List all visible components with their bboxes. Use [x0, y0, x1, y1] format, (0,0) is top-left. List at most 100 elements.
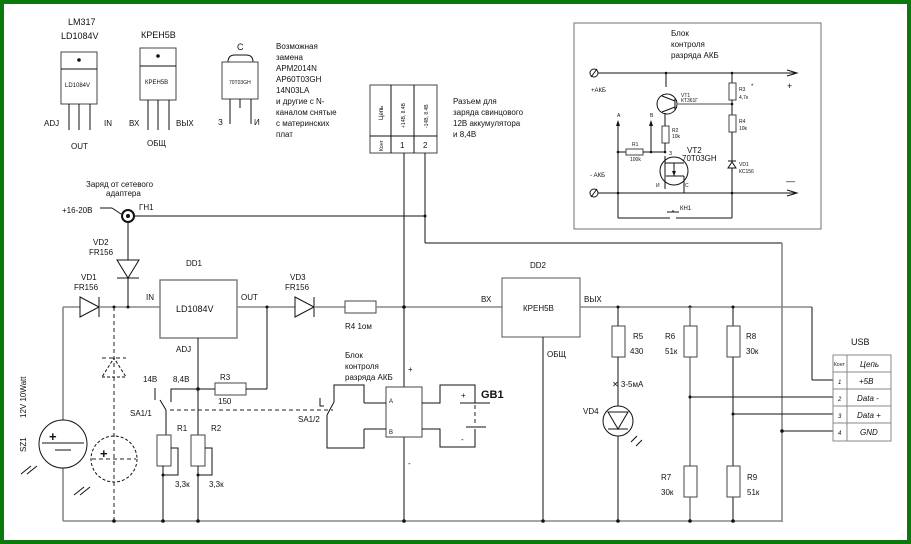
- kreh-pin-in: ВХ: [129, 119, 140, 128]
- replacement-note-line: AP60T03GH: [276, 75, 322, 84]
- replacement-note-line: плат: [276, 130, 293, 139]
- inset-terminal-plus: [589, 68, 599, 78]
- vd2-diode: [116, 259, 140, 279]
- replacement-note-line: замена: [276, 53, 303, 62]
- r9-resistor: [726, 465, 741, 498]
- mosfet-pin-gate: З: [218, 118, 223, 127]
- inset-arrow-b: [649, 120, 653, 126]
- replacement-note-line: и другие с N-: [276, 97, 325, 106]
- package-lm317: LM317 LD1084V LD1084V ADJ IN OUT: [44, 17, 112, 151]
- optional-solar-panel: [90, 435, 138, 483]
- usb-table: [832, 354, 892, 442]
- vd3-diode: [294, 296, 316, 318]
- inset-arrow-a: [616, 120, 620, 126]
- r3-value: 150: [218, 397, 232, 406]
- inset-r2-name: R2: [672, 128, 679, 134]
- switch-14v-label: 14В: [143, 375, 157, 384]
- dd1-in-label: IN: [146, 293, 154, 302]
- inset-discharge-block: Блок контроля разряда АКБ +АКБ - АКБ + —…: [573, 22, 822, 230]
- lm317-pin-adj: ADJ: [44, 119, 59, 128]
- dd2-name: DD2: [530, 261, 547, 270]
- kreh-tab-hole: [156, 54, 160, 58]
- connector-pin-2: 2: [423, 141, 428, 150]
- r7-name: R7: [661, 473, 672, 482]
- inset-plus-akb-label: +АКБ: [591, 88, 606, 94]
- inset-vd1-part: КС156: [739, 169, 754, 175]
- usb-row-pin: 1: [838, 380, 841, 386]
- inset-title: разряда АКБ: [671, 51, 719, 60]
- block-title: контроля: [345, 362, 379, 371]
- replacement-note-line: каналом снятые: [276, 108, 337, 117]
- usb-header-pin: Конт: [834, 362, 845, 368]
- inset-r2-value: 10k: [672, 134, 681, 140]
- dd2-out-label: ВЫХ: [584, 295, 602, 304]
- usb-row-net: Data +: [857, 411, 881, 420]
- inset-out-plus: +: [787, 81, 792, 91]
- r2-name: R2: [211, 424, 222, 433]
- sa1-1-switch[interactable]: [159, 399, 167, 411]
- inset-vt2-pin-c: С: [685, 183, 689, 189]
- block-pin-b: В: [389, 430, 393, 436]
- inset-r1: [625, 148, 644, 156]
- lm317-pin-out: OUT: [71, 142, 88, 151]
- r1-value: 3,3к: [175, 480, 190, 489]
- r3-resistor: [214, 382, 247, 396]
- dd2-gnd-label: ОБЩ: [547, 350, 566, 359]
- connector-note-line: 12В аккумулятора: [453, 119, 521, 128]
- usb-row-pin: 4: [838, 431, 842, 437]
- mosfet-body: [221, 61, 259, 100]
- vd1-part: FR156: [74, 283, 99, 292]
- inset-r4-value: 10k: [739, 126, 748, 132]
- inset-label-a: А: [617, 113, 621, 119]
- optional-panel-plus: +: [100, 446, 108, 461]
- connector-note-line: Разъем для: [453, 97, 497, 106]
- sz1-solar-panel: [38, 419, 88, 469]
- connector-note: Разъем для заряда свинцового 12В аккумул…: [453, 97, 524, 139]
- r3-name: R3: [220, 373, 231, 382]
- inset-vt2-pin-z: З: [669, 151, 672, 157]
- sa1-2-switch[interactable]: [326, 401, 335, 416]
- sz1-label: SZ1: [19, 437, 28, 452]
- connector-header-pin1: +14В, 8.4В: [401, 102, 407, 128]
- r8-name: R8: [746, 332, 757, 341]
- inset-vt2-part: 70T03GH: [682, 154, 717, 163]
- inset-r4: [728, 114, 737, 133]
- connector-table: [369, 84, 438, 154]
- connector-pin-header: Конт: [379, 140, 385, 151]
- r5-value: 430: [630, 347, 644, 356]
- charge-connector: Цепь +14В, 8.4В -14В, 8.4В Конт 1 2: [369, 84, 438, 154]
- inset-r4-name: R4: [739, 119, 746, 125]
- kreh-marking: КРЕН5В: [145, 80, 168, 86]
- light-arrows-icon: [20, 465, 38, 475]
- supply-voltage-label: +16-20В: [62, 206, 92, 215]
- block-plus: +: [408, 365, 413, 374]
- dd1-adj-label: ADJ: [176, 345, 191, 354]
- vd2-part: FR156: [89, 248, 114, 257]
- inset-title: контроля: [671, 40, 705, 49]
- replacement-note: Возможная замена APM2014N AP60T03GH 14N0…: [276, 42, 337, 139]
- lm317-title: LM317: [68, 17, 96, 27]
- r5-resistor: [611, 325, 626, 358]
- lm317-pin-in: IN: [104, 119, 112, 128]
- mosfet-drain-label: С: [237, 42, 244, 52]
- r7-value: 30к: [661, 488, 674, 497]
- r2-value: 3,3к: [209, 480, 224, 489]
- inset-vt1-part: КТ361Г: [681, 98, 698, 104]
- r6-value: 51к: [665, 347, 678, 356]
- block-title: Блок: [345, 351, 363, 360]
- light-arrows-icon: [73, 486, 91, 496]
- replacement-note-line: 14N03LA: [276, 86, 310, 95]
- r5-name: R5: [633, 332, 644, 341]
- gn1-label: ГН1: [139, 203, 154, 212]
- gb1-label: GB1: [481, 389, 504, 401]
- lm317-marking: LD1084V: [65, 83, 90, 89]
- usb-row-pin: 2: [837, 397, 842, 403]
- mosfet-tab: [227, 54, 254, 63]
- usb-row-net: GND: [860, 428, 878, 437]
- inset-terminal-minus: [589, 188, 599, 198]
- switch-84v-label: 8,4В: [173, 375, 189, 384]
- kreh-pin-gnd: ОБЩ: [147, 139, 166, 148]
- package-mosfet: С 70T03GH З И: [218, 42, 260, 127]
